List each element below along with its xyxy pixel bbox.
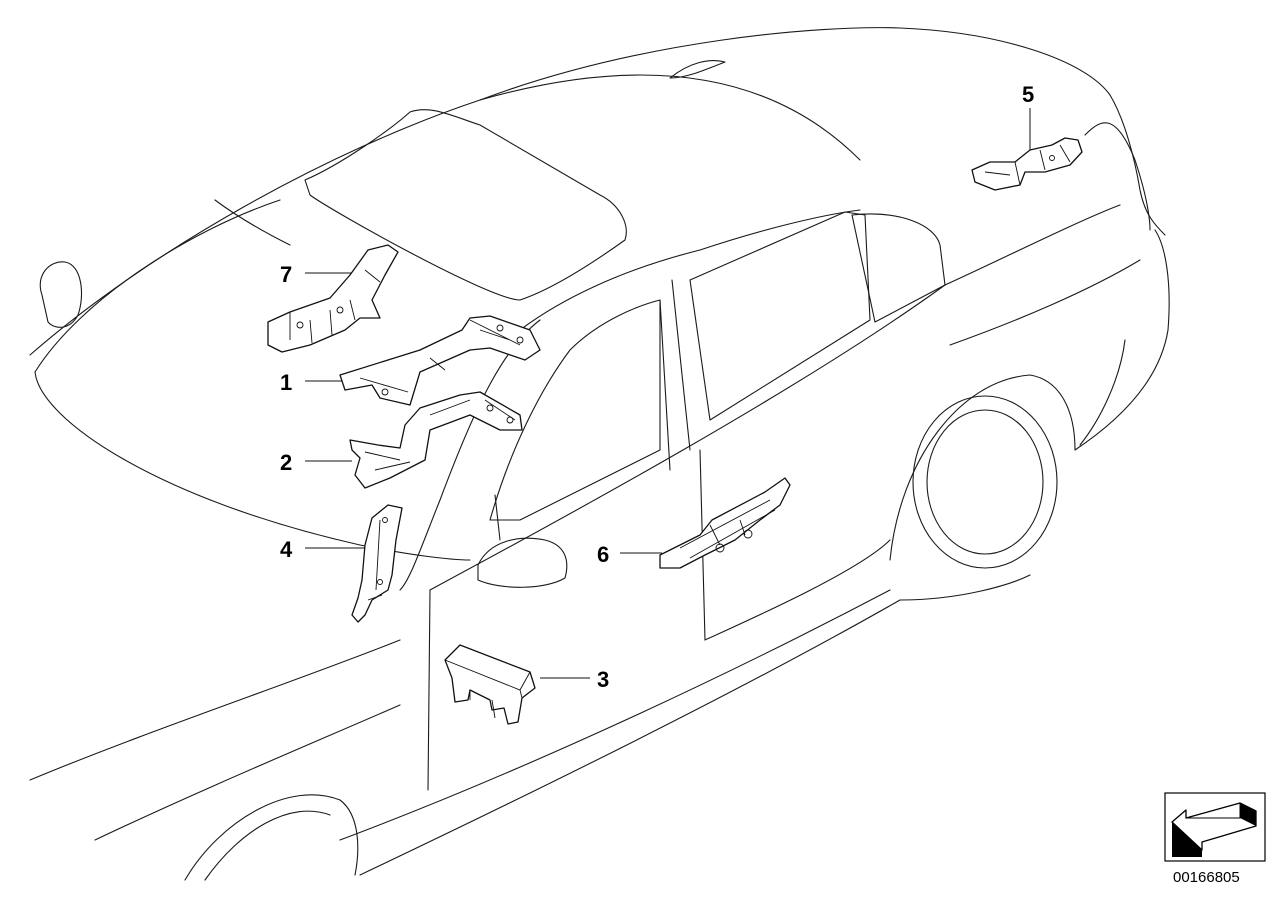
callout-3: 3 xyxy=(597,667,609,692)
car-body-outline xyxy=(29,27,1170,881)
part-5-bracket xyxy=(971,137,1083,191)
part-3-cover xyxy=(444,644,536,725)
document-number: 00166805 xyxy=(1173,869,1240,886)
part-1-bracket xyxy=(339,315,541,406)
orientation-box xyxy=(1164,792,1266,862)
part-2-bracket xyxy=(349,391,523,489)
callout-5: 5 xyxy=(1022,82,1034,107)
callout-4: 4 xyxy=(280,537,293,562)
part-7-bracket xyxy=(267,244,399,353)
leader-lines xyxy=(305,108,1031,679)
callout-1: 1 xyxy=(280,370,292,395)
callouts: 1 2 3 4 5 6 7 xyxy=(280,82,1034,692)
callout-7: 7 xyxy=(280,262,292,287)
part-6-rail xyxy=(659,477,791,569)
callout-2: 2 xyxy=(280,450,292,475)
callout-6: 6 xyxy=(597,542,609,567)
direction-arrow-icon xyxy=(1171,802,1257,857)
part-4-pillar-bracket xyxy=(351,504,403,623)
